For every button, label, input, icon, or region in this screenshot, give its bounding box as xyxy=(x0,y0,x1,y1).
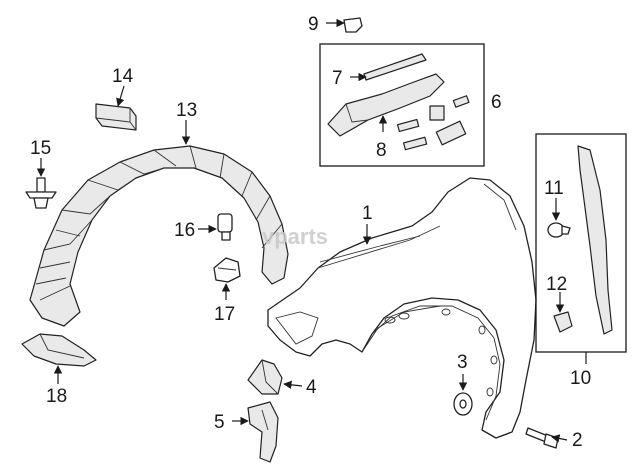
callout-18: 18 xyxy=(46,386,67,407)
liner-clip-bracket[interactable] xyxy=(95,103,137,131)
callout-3: 3 xyxy=(457,352,468,373)
callout-15: 15 xyxy=(30,138,51,159)
callout-13: 13 xyxy=(176,100,197,121)
callout-8: 8 xyxy=(376,140,387,161)
fender-protector-8[interactable] xyxy=(327,73,445,137)
fender-seal-10[interactable] xyxy=(577,145,613,335)
callout-17: 17 xyxy=(214,304,235,325)
clip-9[interactable] xyxy=(343,17,363,33)
callout-6: 6 xyxy=(491,92,502,113)
callout-7: 7 xyxy=(332,68,343,89)
clip-12[interactable] xyxy=(553,311,573,333)
fender-panel[interactable] xyxy=(267,177,537,439)
seal-7[interactable] xyxy=(363,53,427,81)
fender-liner[interactable] xyxy=(29,145,289,327)
callout-5: 5 xyxy=(214,412,225,433)
grommet-17[interactable] xyxy=(213,257,241,283)
watermark-text: vparts xyxy=(262,224,328,249)
clip-11[interactable] xyxy=(547,222,571,238)
callout-11: 11 xyxy=(544,178,564,199)
callout-12: 12 xyxy=(546,274,567,295)
protector-pads[interactable] xyxy=(396,95,470,151)
leader-lines xyxy=(36,18,587,443)
callout-1: 1 xyxy=(362,203,373,224)
bracket-5[interactable] xyxy=(247,401,279,463)
clip-16[interactable] xyxy=(217,213,233,241)
group-box-6 xyxy=(319,43,485,167)
group-box-10 xyxy=(535,133,627,353)
push-rivet[interactable] xyxy=(25,177,57,209)
callout-9: 9 xyxy=(308,14,319,35)
callout-10: 10 xyxy=(570,368,591,389)
callout-16: 16 xyxy=(174,220,195,241)
bolt-2[interactable] xyxy=(525,427,559,449)
callout-4: 4 xyxy=(306,377,317,398)
bracket-4[interactable] xyxy=(247,359,283,395)
splash-shield[interactable] xyxy=(21,333,97,367)
callout-14: 14 xyxy=(112,66,134,87)
callout-2: 2 xyxy=(572,430,583,451)
washer-3[interactable] xyxy=(453,392,473,416)
